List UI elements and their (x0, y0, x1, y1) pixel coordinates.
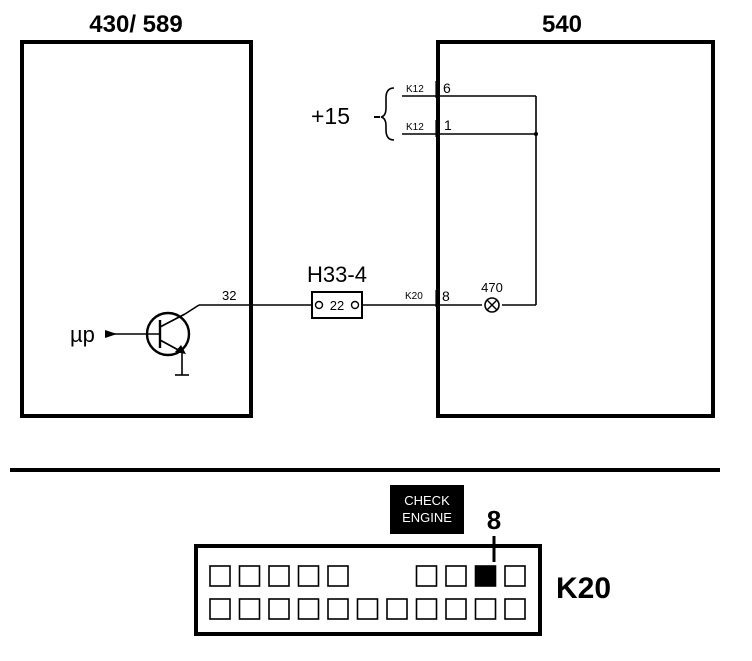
microprocessor-label: µp (70, 322, 95, 347)
k12-pin6-wire: K12 6 (402, 80, 537, 134)
pin-cavity (415, 565, 438, 587)
check-engine-text-line2: ENGINE (402, 510, 452, 525)
right-module-box (436, 40, 715, 418)
k20-bottom-row (209, 598, 526, 620)
k20-connector-title: K20 (556, 572, 611, 605)
left-module-box (20, 40, 253, 418)
k20-top-row (209, 565, 526, 587)
pin-cavity (327, 598, 349, 620)
supply-label: +15 (311, 103, 350, 129)
h33-4-label: H33-4 (307, 262, 367, 287)
lamp-icon (484, 297, 500, 313)
k20-pin-number: 8 (442, 288, 450, 304)
left-module-title: 430/ 589 (89, 11, 182, 38)
check-engine-text-line1: CHECK (404, 493, 450, 508)
pin-cavity (474, 598, 497, 620)
k20-connector-housing (194, 544, 542, 636)
signal-wire: 32 (184, 288, 536, 315)
pin-cavity (268, 598, 290, 620)
lamp-label: 470 (481, 280, 503, 295)
transistor-icon (105, 311, 191, 376)
pin-cavity (356, 598, 379, 620)
h33-4-pin-circle (350, 300, 360, 310)
h33-4-pin-number: 22 (330, 298, 344, 313)
k12-connector-label: K12 (406, 122, 424, 133)
h33-4-pin-circle (314, 300, 324, 310)
pin-cavity (238, 598, 261, 620)
k12-pin-number: 6 (443, 80, 451, 96)
pin-cavity (386, 598, 408, 620)
k12-pin-number: 1 (444, 117, 452, 133)
pin-cavity (209, 565, 231, 587)
pin-cavity (238, 565, 261, 587)
callout-pin-number: 8 (487, 505, 501, 535)
pin-cavity (327, 565, 349, 587)
pin-cavity (297, 565, 320, 587)
pin-cavity (209, 598, 231, 620)
pin-cavity (268, 565, 290, 587)
pin-cavity (415, 598, 438, 620)
k12-connector-label: K12 (406, 84, 424, 95)
pin-cavity (297, 598, 320, 620)
pin-cavity (504, 598, 526, 620)
highlighted-pin-cavity (474, 565, 497, 587)
k12-pin1-wire: K12 1 (402, 117, 538, 137)
right-module-title: 540 (542, 11, 582, 38)
supply-brace (380, 87, 395, 141)
check-engine-lamp (390, 485, 464, 534)
k20-connector-label: K20 (405, 291, 423, 302)
pin-cavity (445, 565, 467, 587)
pin-32-label: 32 (222, 288, 236, 303)
pin-cavity (504, 565, 526, 587)
pin-cavity (445, 598, 467, 620)
